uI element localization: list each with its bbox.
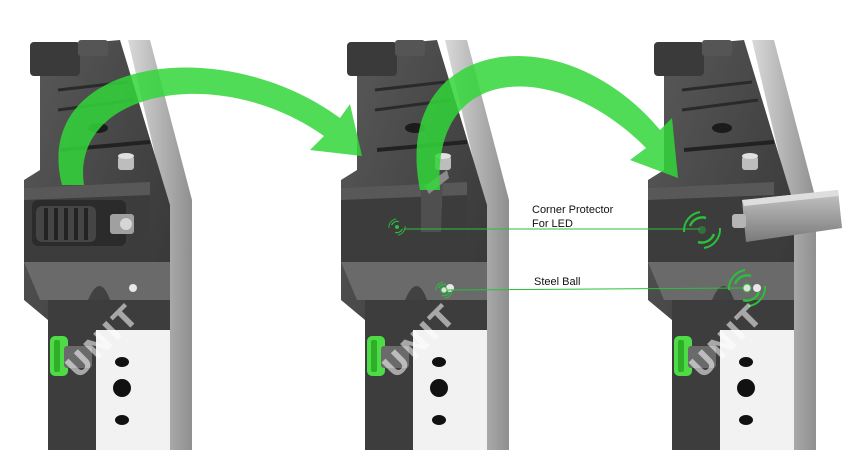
callout-lines — [404, 228, 745, 291]
target-ring-icon — [388, 210, 722, 250]
curved-arrow-icon — [58, 67, 363, 185]
panel-3 — [646, 38, 842, 450]
panel-1 — [22, 38, 194, 450]
steel-ball-label: Steel Ball — [534, 276, 580, 288]
corner-protector-label-line1: Corner Protector — [532, 204, 614, 216]
curved-arrow-icon-2 — [416, 55, 678, 190]
knob-cylinder — [32, 200, 134, 246]
corner-protector-label-line2: For LED — [532, 218, 573, 230]
panel-2 — [339, 38, 511, 450]
steel-ball-ring-icon — [435, 268, 767, 308]
corner-protector-part — [732, 190, 842, 242]
